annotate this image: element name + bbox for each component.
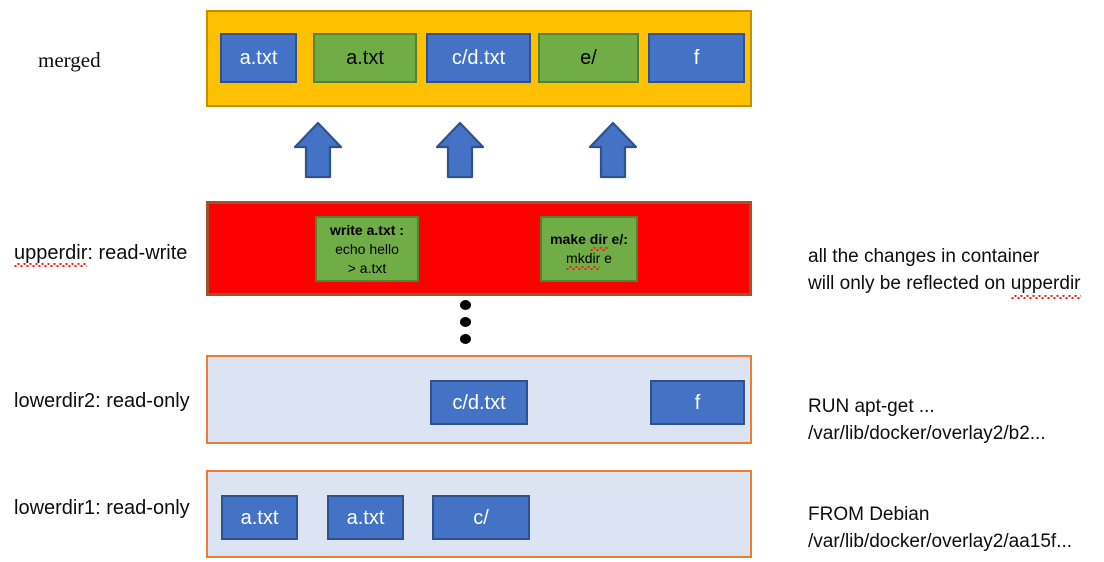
upperdir-note-make-dir: make dir e/: mkdir e [540,216,638,282]
annotation-upperdir-line1: all the changes in container [808,246,1040,267]
merged-file-a-txt-green: a.txt [313,33,417,83]
annotation-upperdir-line2: will only be reflected on upperdir [808,270,1081,299]
annotation-lowerdir2-line2: /var/lib/docker/overlay2/b2... [808,423,1046,444]
upperdir-note-write-line3: > a.txt [347,259,387,276]
upperdir-note-write-title: write a.txt : [330,221,404,238]
lowerdir1-file-a-txt-2: a.txt [327,495,404,540]
annotation-lowerdir1-line1: FROM Debian [808,504,930,525]
arrow-up-e-dir [588,121,638,179]
row-label-lowerdir1: lowerdir1: read-only [14,497,190,519]
upperdir-layer-band [206,201,752,296]
upperdir-note-mkdir-title: make dir e/: [550,230,628,251]
lowerdir1-file-a-txt-1: a.txt [221,495,298,540]
layer-ellipsis-dots [460,300,471,344]
merged-file-a-txt-blue: a.txt [220,33,297,83]
annotation-lowerdir1: FROM Debian /var/lib/docker/overlay2/aa1… [808,501,1072,555]
lowerdir2-file-f: f [650,380,745,425]
annotation-lowerdir2-line1: RUN apt-get ... [808,396,935,417]
arrow-up-c-d-txt [435,121,485,179]
annotation-upperdir-line2-prefix: will only be reflected on [808,273,1011,294]
upperdir-note-mkdir-title-spell: dir [589,231,608,251]
lowerdir2-file-c-d-txt: c/d.txt [430,380,528,425]
upperdir-note-mkdir-line2: mkdir e [566,249,612,270]
upperdir-note-mkdir-title-prefix: make [550,231,590,247]
upperdir-note-write-line2: echo hello [335,240,399,257]
merged-file-f: f [648,33,745,83]
upperdir-note-write-a-txt: write a.txt : echo hello > a.txt [315,216,419,282]
annotation-upperdir: all the changes in container will only b… [808,243,1081,299]
lowerdir1-file-c-dir: c/ [432,495,530,540]
ellipsis-dot [460,334,471,344]
annotation-lowerdir1-line2: /var/lib/docker/overlay2/aa15f... [808,531,1073,552]
row-label-merged: merged [38,48,101,72]
ellipsis-dot [460,317,471,327]
annotation-lowerdir2: RUN apt-get ... /var/lib/docker/overlay2… [808,393,1046,447]
merged-file-c-d-txt: c/d.txt [426,33,531,83]
upperdir-note-mkdir-title-suffix: e/: [607,231,628,247]
row-label-lowerdir2: lowerdir2: read-only [14,390,190,412]
annotation-upperdir-line2-spell: upperdir [1010,270,1081,299]
merged-file-e-dir: e/ [538,33,639,83]
row-label-upperdir-word: upperdir [14,242,88,267]
arrow-up-a-txt [293,121,343,179]
upperdir-note-mkdir-line2-suffix: e [600,250,612,266]
ellipsis-dot [460,300,471,310]
row-label-upperdir-suffix: : read-write [87,242,188,264]
row-label-upperdir: upperdir: read-write [14,241,188,267]
upperdir-note-mkdir-line2-spell: mkdir [566,250,601,270]
